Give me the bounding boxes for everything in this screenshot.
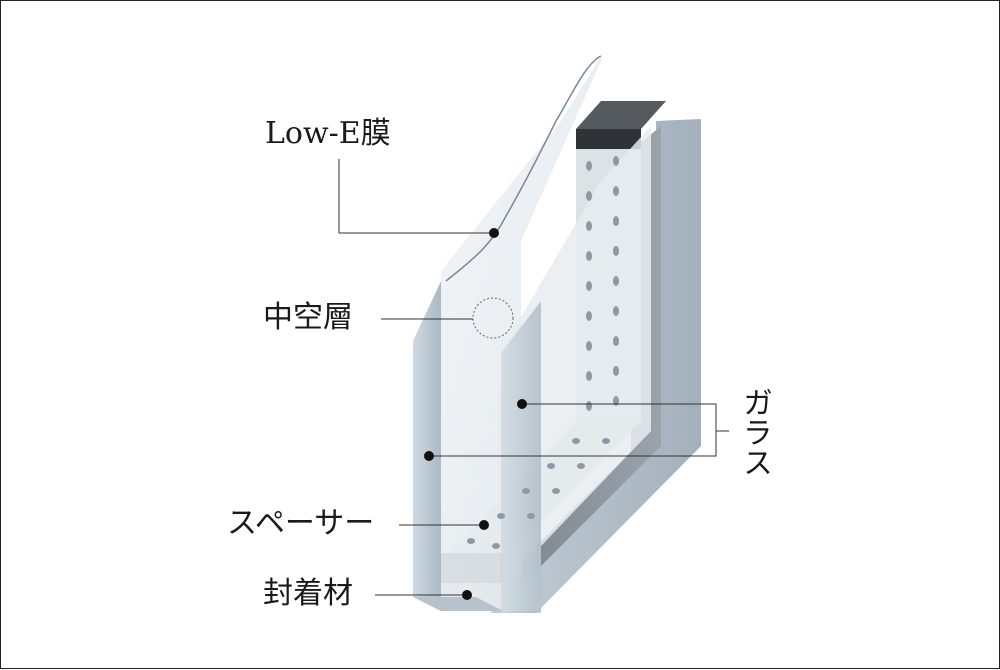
dot-glass-front — [424, 451, 434, 461]
back-glass-side — [491, 119, 701, 613]
dot-sealant — [462, 590, 472, 600]
leader-dots — [424, 228, 527, 600]
front-glass-edge — [413, 281, 441, 611]
leader-low-e — [338, 159, 494, 234]
dot-glass-inner — [517, 399, 527, 409]
inner-glass-edge — [501, 301, 541, 613]
air-layer-indicator — [472, 297, 514, 339]
label-low-e: Low-E膜 — [265, 116, 391, 151]
label-air-layer: 中空層 — [263, 300, 353, 335]
spacer-top — [576, 101, 666, 129]
dot-spacer — [479, 520, 489, 530]
leader-glass — [429, 403, 717, 457]
label-sealant: 封着材 — [263, 576, 353, 611]
label-glass: ガラス — [737, 387, 772, 477]
dot-low-e — [489, 228, 499, 238]
back-glass-inner-face — [521, 126, 661, 586]
label-spacer: スペーサー — [227, 506, 375, 541]
spacer-top-front — [576, 129, 641, 149]
front-glass-bottom — [413, 597, 503, 611]
spacer-perforations — [467, 156, 619, 549]
low-e-film-curve — [445, 55, 602, 282]
leader-lines — [338, 159, 729, 596]
